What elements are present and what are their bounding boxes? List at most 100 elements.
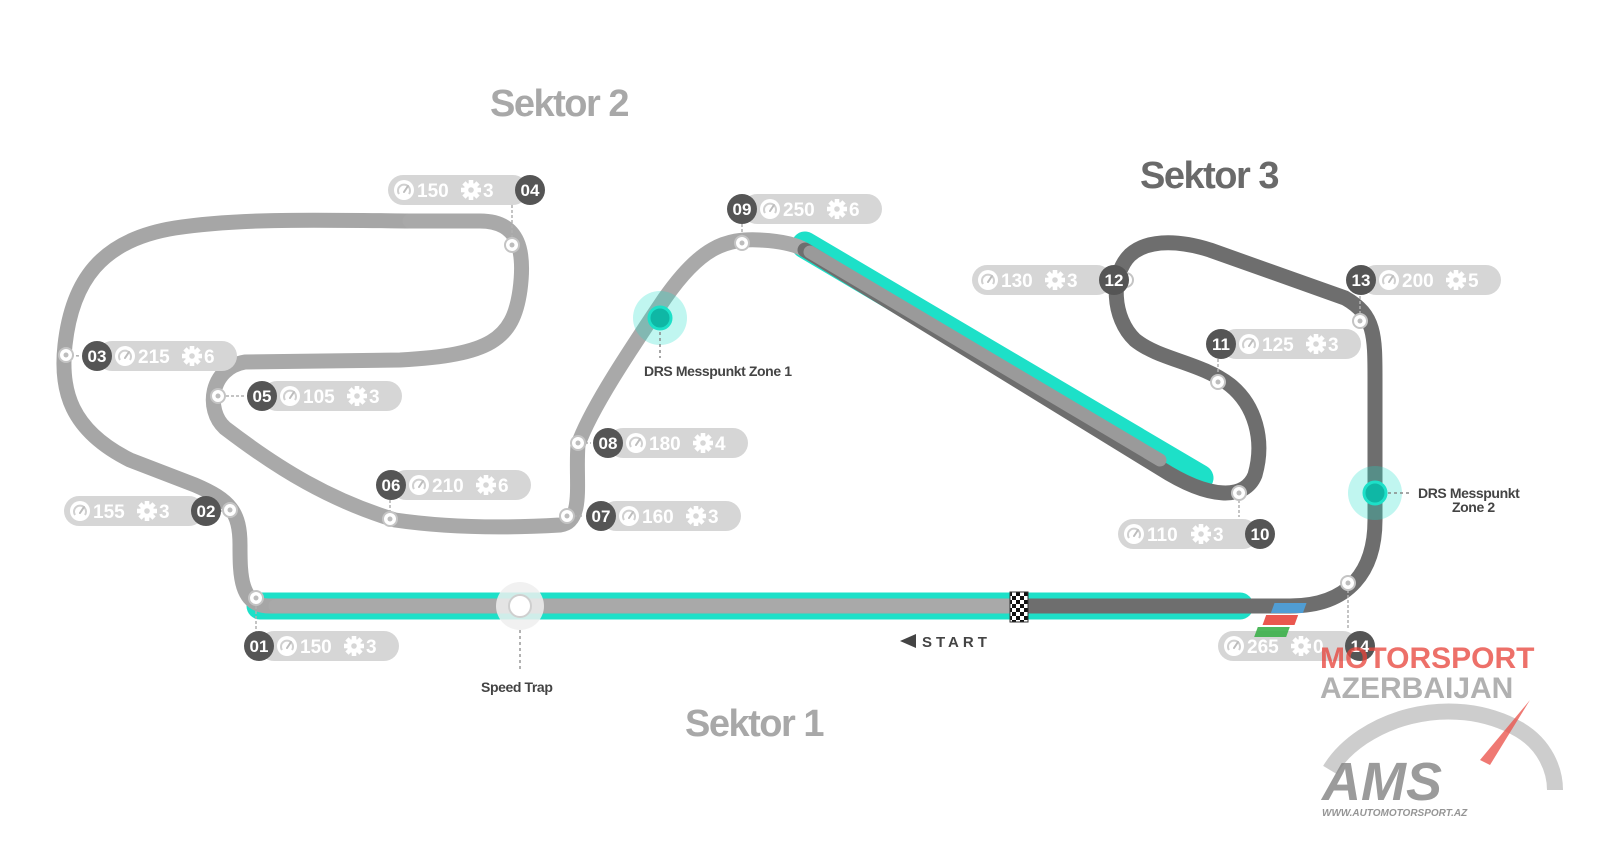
speedometer-icon: [1239, 334, 1259, 354]
start-text: START: [922, 634, 991, 651]
flag-stripe-green: [1254, 627, 1290, 637]
corner-number: 06: [382, 476, 401, 495]
corner-number: 04: [521, 181, 540, 200]
start-arrow-icon: [900, 634, 916, 648]
flag-stripe-blue: [1270, 603, 1307, 613]
speedometer-arc: [629, 436, 643, 448]
speedometer-icon: [1124, 524, 1144, 544]
corner-dot-core: [387, 516, 393, 522]
corner-number: 02: [197, 502, 216, 521]
corner-dot-core: [253, 595, 259, 601]
corner-info-pill: [1218, 631, 1358, 661]
corner-dot-core: [1345, 580, 1351, 586]
corner-info-pill: [1221, 329, 1361, 359]
corner-dot-core: [1357, 318, 1363, 324]
corner-info-pill: [262, 381, 402, 411]
corner-info-pill: [608, 428, 748, 458]
corner-gear: 3: [369, 387, 380, 408]
gear-icon: [344, 636, 364, 656]
corner-info-pill: [391, 470, 531, 500]
corner-number-badge: [244, 631, 274, 661]
corner-number-badge: [1099, 265, 1129, 295]
corner-number: 11: [1212, 335, 1230, 354]
corner-speed: 130: [1001, 271, 1033, 292]
corner-info-pill: [742, 194, 882, 224]
speedometer-arc: [1127, 527, 1141, 539]
corner-speed: 265: [1247, 637, 1279, 658]
gear-icon: [1306, 334, 1326, 354]
speedometer-arc: [280, 639, 294, 651]
sector-1-title: Sektor 1: [685, 703, 824, 745]
corner-number: 08: [599, 434, 618, 453]
corner-gear: 4: [715, 434, 726, 455]
back-straight-surface: [803, 245, 1167, 467]
drs1-marker: [647, 305, 673, 331]
corner-info-pill: [1118, 519, 1258, 549]
corner-speed: 160: [642, 507, 674, 528]
flag-stripe-red: [1262, 615, 1299, 625]
corner-number: 01: [250, 637, 269, 656]
speedometer-icon: [760, 199, 780, 219]
speedometer-arc: [1227, 639, 1241, 651]
speedometer-arc: [1242, 337, 1256, 349]
corner-gear: 3: [366, 637, 377, 658]
corner-info-pill: [97, 341, 237, 371]
corner-gear: 6: [204, 347, 215, 368]
speedometer-needle: [1248, 339, 1254, 347]
speedometer-needle: [124, 351, 130, 359]
gear-icon: [1045, 270, 1065, 290]
corner-number: 05: [253, 387, 272, 406]
corner-speed: 150: [417, 181, 449, 202]
speedometer-icon: [626, 433, 646, 453]
corner-speed: 110: [1147, 525, 1178, 546]
corner-number-badge: [247, 381, 277, 411]
speedometer-arc: [622, 509, 636, 521]
corner-number-badge: [515, 175, 545, 205]
watermark: MOTORSPORT AZERBAIJAN AMS WWW.AUTOMOTORS…: [1254, 603, 1563, 819]
speedometer-icon: [394, 180, 414, 200]
track-sector-1: [56, 212, 1028, 614]
corner-number-badge: [1245, 519, 1275, 549]
corner-speed: 155: [93, 502, 125, 523]
corner-number: 14: [1351, 637, 1370, 656]
speedometer-needle: [769, 204, 775, 212]
gear-icon: [1446, 270, 1466, 290]
speed-trap-label: Speed Trap: [481, 679, 552, 695]
sector-2-title: Sektor 2: [490, 83, 628, 125]
speedometer-needle: [289, 391, 295, 399]
gear-icon: [137, 501, 157, 521]
watermark-needle: [1480, 700, 1530, 765]
speedometer-needle: [286, 641, 292, 649]
corner-gear: 6: [498, 476, 509, 497]
corner-number-badge: [727, 194, 757, 224]
corner-number-badge: [586, 501, 616, 531]
speedometer-arc: [763, 202, 777, 214]
drs2-label-line2: Zone 2: [1452, 499, 1495, 515]
corner-gear: 6: [849, 200, 860, 221]
corner-dot-core: [215, 393, 221, 399]
corner-dot-core: [1215, 379, 1221, 385]
corner-dot-core: [564, 513, 570, 519]
corner-speed: 150: [300, 637, 332, 658]
gear-icon: [1291, 636, 1311, 656]
corner-info-pill: [1361, 265, 1501, 295]
speedometer-needle: [628, 511, 634, 519]
speedometer-needle: [635, 438, 641, 446]
speedometer-needle: [1133, 529, 1139, 537]
drs2-label-line1: DRS Messpunkt: [1418, 485, 1520, 501]
corner-dot-core: [509, 242, 515, 248]
corner-number: 10: [1251, 525, 1270, 544]
start-finish-line: [1009, 591, 1029, 623]
corner-number-badge: [1346, 265, 1376, 295]
gear-icon: [476, 475, 496, 495]
track-sector-2: [205, 213, 813, 535]
corner-gear: 3: [708, 507, 719, 528]
